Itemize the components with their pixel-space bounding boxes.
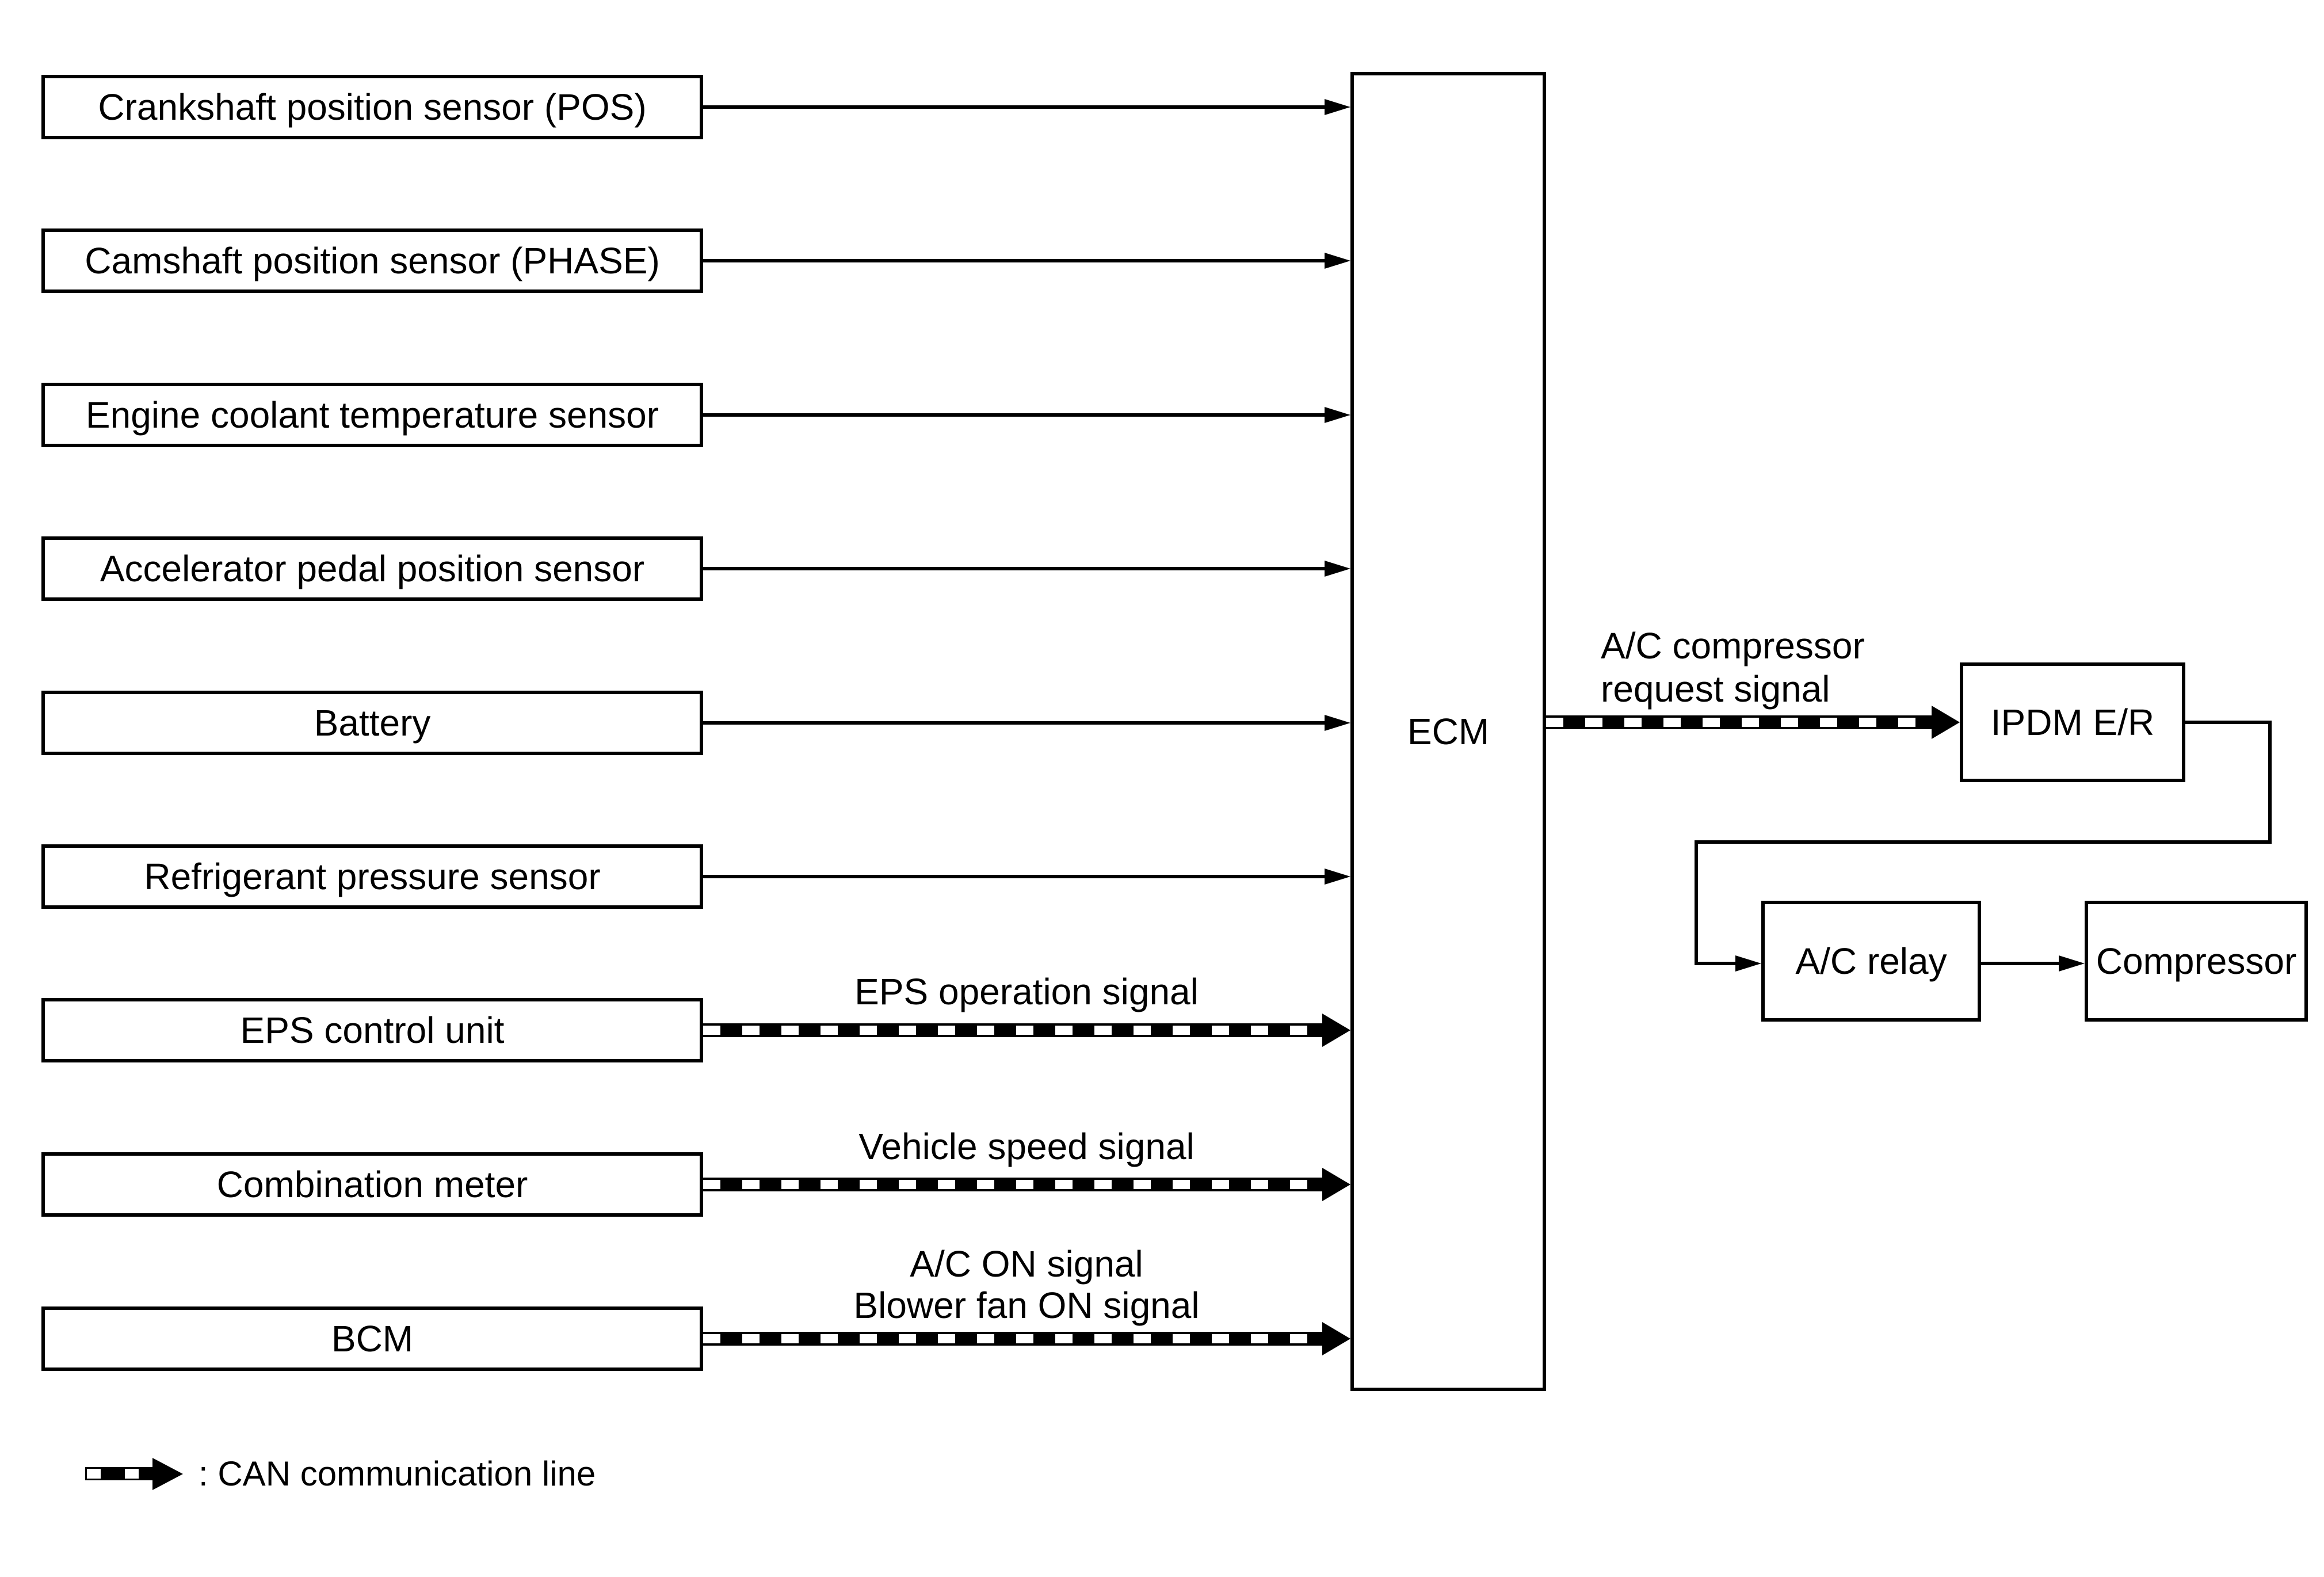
label-bcm-signals: A/C ON signal Blower fan ON signal	[853, 1243, 1199, 1326]
box-compressor: Compressor	[2085, 901, 2308, 1022]
box-label: Engine coolant temperature sensor	[85, 394, 659, 436]
box-label: EPS control unit	[240, 1010, 505, 1051]
wire-coolant-to-ecm	[703, 413, 1326, 417]
box-battery: Battery	[41, 691, 703, 755]
legend-can-symbol	[85, 1467, 153, 1480]
label-vehicle-speed-signal: Vehicle speed signal	[858, 1126, 1195, 1167]
arrowhead-icon	[2059, 955, 2085, 972]
can-arrowhead-icon	[1322, 1014, 1350, 1047]
can-arrowhead-icon	[1322, 1322, 1350, 1355]
box-label: IPDM E/R	[1990, 702, 2155, 743]
can-line-meter-to-ecm	[703, 1178, 1323, 1191]
arrowhead-icon	[1735, 955, 1761, 972]
box-combination-meter: Combination meter	[41, 1152, 703, 1217]
box-engine-coolant-temperature-sensor: Engine coolant temperature sensor	[41, 383, 703, 447]
arrowhead-icon	[1325, 253, 1350, 269]
box-label: Refrigerant pressure sensor	[144, 856, 601, 897]
box-crankshaft-position-sensor: Crankshaft position sensor (POS)	[41, 75, 703, 139]
box-label: ECM	[1407, 711, 1490, 752]
can-line-eps-to-ecm	[703, 1023, 1323, 1037]
can-line-bcm-to-ecm	[703, 1332, 1323, 1346]
box-bcm: BCM	[41, 1306, 703, 1371]
box-label: Combination meter	[216, 1164, 528, 1205]
wire-accelerator-to-ecm	[703, 567, 1326, 570]
wire-down-to-relay-row	[1695, 840, 1698, 965]
wire-into-relay	[1695, 962, 1736, 965]
wire-relay-to-compressor	[1981, 962, 2059, 965]
arrowhead-icon	[1325, 561, 1350, 577]
legend-can-arrowhead-icon	[152, 1458, 183, 1490]
label-blower-fan-on-signal: Blower fan ON signal	[853, 1285, 1200, 1326]
box-ecm: ECM	[1350, 72, 1546, 1391]
arrowhead-icon	[1325, 715, 1350, 731]
box-camshaft-position-sensor: Camshaft position sensor (PHASE)	[41, 228, 703, 293]
arrowhead-icon	[1325, 407, 1350, 423]
wire-battery-to-ecm	[703, 721, 1326, 725]
can-arrowhead-icon	[1932, 706, 1960, 739]
box-ac-relay: A/C relay	[1761, 901, 1981, 1022]
box-label: BCM	[331, 1318, 414, 1359]
wire-ipdm-out-right	[2185, 721, 2272, 724]
box-eps-control-unit: EPS control unit	[41, 998, 703, 1062]
can-arrowhead-icon	[1322, 1168, 1350, 1201]
box-ipdm-er: IPDM E/R	[1960, 662, 2185, 782]
box-refrigerant-pressure-sensor: Refrigerant pressure sensor	[41, 844, 703, 909]
wire-ipdm-left-run	[1695, 840, 2272, 844]
label-line1: A/C compressor	[1601, 625, 1865, 666]
box-accelerator-pedal-position-sensor: Accelerator pedal position sensor	[41, 536, 703, 601]
wire-ipdm-down	[2268, 721, 2272, 844]
can-line-ecm-to-ipdm	[1546, 715, 1932, 729]
box-label: Crankshaft position sensor (POS)	[98, 86, 647, 128]
legend-can-text: : CAN communication line	[199, 1454, 596, 1493]
arrowhead-icon	[1325, 869, 1350, 885]
wire-refrigerant-to-ecm	[703, 875, 1326, 878]
label-ac-compressor-request-signal: A/C compressor request signal	[1601, 624, 1865, 711]
label-line2: request signal	[1601, 668, 1830, 710]
label-ac-on-signal: A/C ON signal	[910, 1243, 1143, 1285]
box-label: A/C relay	[1795, 940, 1947, 982]
wire-crankshaft-to-ecm	[703, 105, 1326, 109]
box-label: Compressor	[2096, 940, 2297, 982]
box-label: Camshaft position sensor (PHASE)	[85, 240, 660, 281]
arrowhead-icon	[1325, 99, 1350, 115]
wire-camshaft-to-ecm	[703, 259, 1326, 262]
box-label: Battery	[314, 702, 431, 744]
box-label: Accelerator pedal position sensor	[100, 548, 645, 589]
label-eps-operation-signal: EPS operation signal	[854, 971, 1199, 1012]
